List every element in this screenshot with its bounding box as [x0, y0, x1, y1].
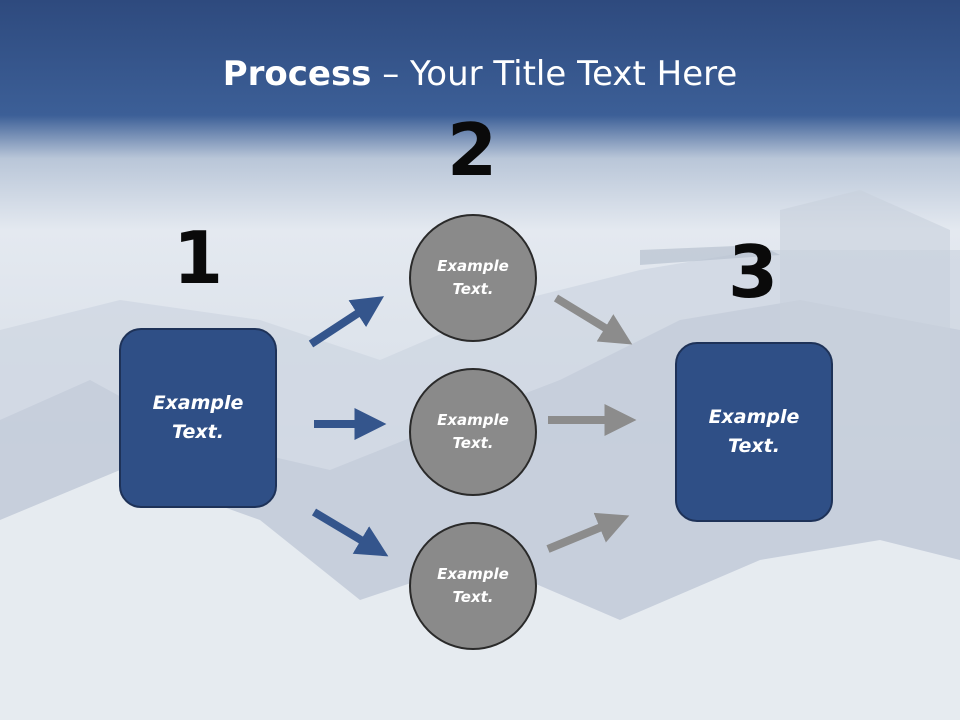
- left-box-line2: Text.: [172, 421, 224, 443]
- circle-bottom-line2: Text.: [452, 588, 494, 606]
- right-process-box: Example Text.: [675, 342, 833, 522]
- circle-top-line2: Text.: [452, 280, 494, 298]
- arrow-down-right-icon: [311, 508, 389, 557]
- circle-middle-line2: Text.: [452, 434, 494, 452]
- step-number-1: 1: [172, 216, 224, 300]
- step-number-3: 3: [727, 230, 779, 314]
- step-number-2: 2: [446, 108, 498, 192]
- circle-middle-line1: Example: [437, 411, 509, 429]
- circle-bottom-line1: Example: [437, 565, 509, 583]
- circle-top-line1: Example: [437, 257, 509, 275]
- left-box-line1: Example: [152, 392, 244, 414]
- process-circle-middle: Example Text.: [409, 368, 537, 496]
- arrow-gray-down-right-icon: [553, 294, 633, 345]
- right-box-line1: Example: [708, 406, 800, 428]
- process-circle-bottom: Example Text.: [409, 522, 537, 650]
- right-box-line2: Text.: [728, 435, 780, 457]
- left-process-box: Example Text.: [119, 328, 277, 508]
- title-rest: – Your Title Text Here: [371, 54, 738, 94]
- slide-title: Process – Your Title Text Here: [0, 52, 960, 96]
- process-circle-top: Example Text.: [409, 214, 537, 342]
- title-bold: Process: [222, 54, 372, 94]
- arrow-up-right-icon: [308, 296, 385, 348]
- arrow-gray-up-right-icon: [546, 512, 630, 553]
